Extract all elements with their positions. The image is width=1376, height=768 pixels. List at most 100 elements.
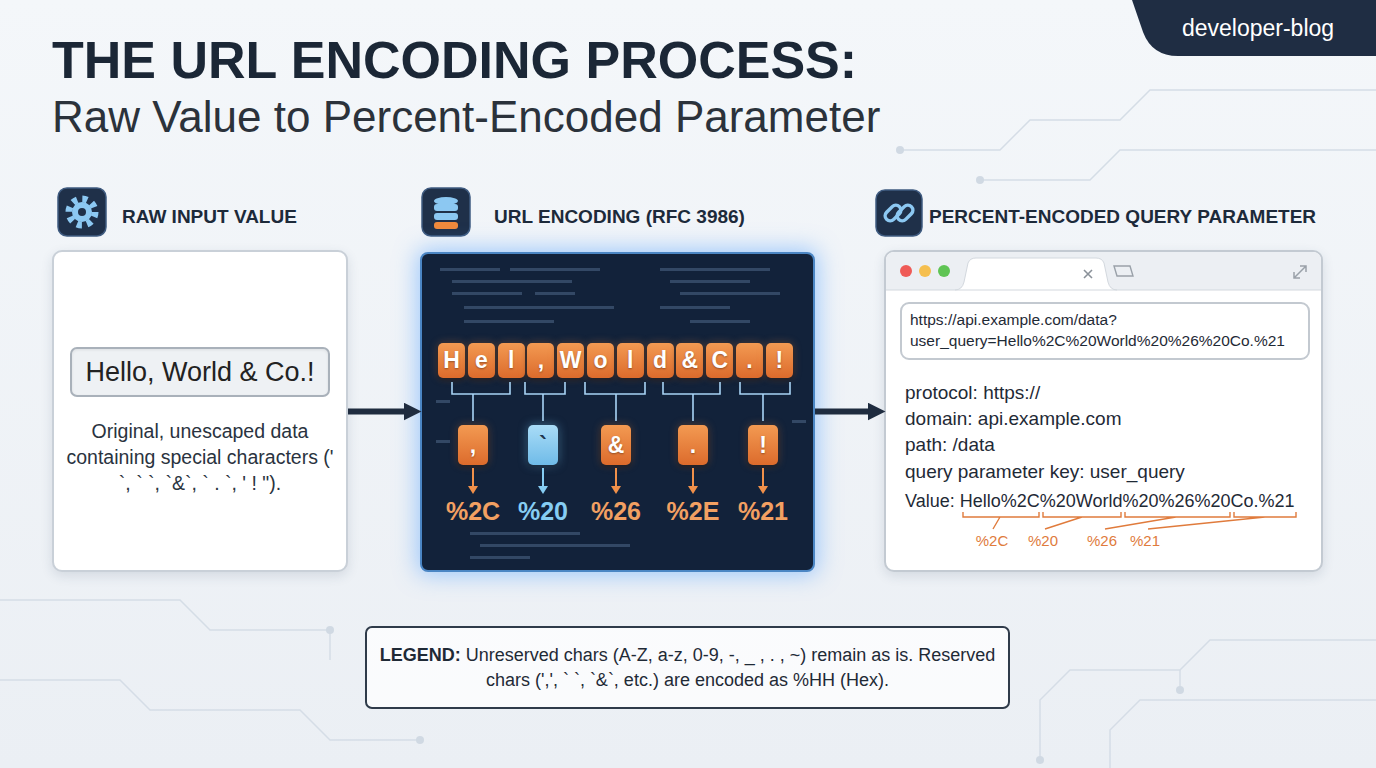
encoding-arrows: [468, 468, 768, 494]
special-char-tile: ,: [458, 425, 488, 465]
code-line: [464, 320, 554, 323]
code-line: [670, 280, 750, 283]
arrow-head: [538, 486, 548, 494]
input-panel: RAW INPUT VALUEOriginal, unescaped data …: [52, 250, 348, 572]
panel-heading: URL ENCODING (RFC 3986): [494, 205, 745, 229]
url-text: https://api.example.com/data? user_query…: [910, 309, 1300, 351]
chain-link: [895, 203, 915, 223]
special-char-tile: `: [528, 425, 558, 465]
down-arrow: [472, 468, 474, 487]
code-line: [535, 292, 575, 295]
tile-char: !: [775, 347, 783, 374]
bracket: [525, 382, 565, 421]
code-line: [452, 292, 522, 295]
circuit-node: [1176, 686, 1184, 694]
db-top: [434, 197, 458, 205]
browser-chrome: [886, 252, 1321, 290]
window-min-dot: [919, 265, 931, 277]
legend-key: LEGEND:: [380, 645, 461, 665]
tile-char: .: [746, 347, 752, 374]
circuit-trace: [980, 150, 1376, 180]
char-tile: ,: [527, 343, 554, 378]
query-value: Value: Hello%2C%20World%20%26%20Co.%21: [905, 489, 1295, 513]
tile-char: e: [475, 347, 488, 374]
panel-description: Original, unescaped data containing spec…: [66, 418, 334, 496]
icon-tile: [422, 188, 470, 236]
down-arrow: [615, 468, 617, 487]
value-bracket: [963, 512, 1039, 529]
char-tile: &: [676, 343, 703, 378]
gear-icon: [58, 188, 106, 236]
tile-char: l: [627, 347, 633, 374]
arrow-head: [611, 486, 621, 494]
new-tab-icon: [1114, 266, 1133, 276]
gear-teeth: [69, 199, 95, 225]
encoding-note: %2C: [967, 532, 1017, 550]
encoded-value: %20: [508, 497, 578, 525]
tile-char: &: [608, 432, 625, 459]
arrow-head: [468, 486, 478, 494]
tile-char: C: [711, 347, 728, 374]
bracket: [585, 382, 645, 421]
char-tile: d: [647, 343, 674, 378]
flow-arrow: [815, 409, 872, 415]
code-line: [792, 420, 806, 423]
blog-tag: developer-blog: [1158, 14, 1358, 42]
grouping-brackets: [452, 382, 790, 421]
code-line: [452, 280, 572, 283]
char-tile: e: [468, 343, 495, 378]
char-tile: !: [766, 343, 793, 378]
icon-tile: [58, 188, 106, 236]
corner-tab: [1132, 0, 1376, 56]
tile-char: ,: [470, 432, 476, 459]
circuit-node: [976, 176, 984, 184]
down-arrow: [542, 468, 544, 487]
panel-heading: PERCENT-ENCODED QUERY PARAMETER: [929, 205, 1316, 229]
expand-icon: [1294, 266, 1306, 278]
code-line: [464, 306, 614, 309]
gear-hole: [78, 208, 86, 216]
circuit-trace: [0, 600, 330, 630]
tile-char: W: [560, 347, 582, 374]
db-layer: [434, 204, 458, 211]
diagram-title: THE URL ENCODING PROCESS:: [52, 30, 857, 90]
code-line: [436, 400, 450, 403]
encoded-value: %26: [581, 497, 651, 525]
url-part: domain: api.example.com: [905, 407, 1122, 431]
link-icon: [876, 190, 922, 236]
browser-toolbar: [886, 252, 1321, 290]
value-bracket: [1043, 512, 1121, 529]
circuit-node: [326, 626, 334, 634]
down-arrow: [762, 468, 764, 487]
char-tile: H: [438, 343, 465, 378]
circuit-lines: [0, 90, 1376, 768]
char-tile: o: [587, 343, 614, 378]
bracket: [740, 382, 790, 421]
panel-heading: RAW INPUT VALUE: [122, 205, 297, 229]
toolbar-divider: [886, 290, 1321, 291]
input-value: Hello, World & Co.!: [85, 357, 314, 388]
url-part: query parameter key: user_query: [905, 460, 1185, 484]
code-line: [690, 320, 750, 323]
browser-tab: [955, 258, 1117, 290]
char-tile: W: [557, 343, 584, 378]
circuit-trace: [900, 90, 1376, 150]
tile-char: H: [443, 347, 460, 374]
encoded-value: %2C: [438, 497, 508, 525]
encoding-note: %20: [1018, 532, 1068, 550]
circuit-trace: [1110, 700, 1376, 768]
code-line: [660, 306, 730, 309]
tile-char: o: [593, 347, 607, 374]
window-max-dot: [938, 265, 950, 277]
circuit-trace: [0, 680, 420, 740]
circuit-node: [1036, 756, 1044, 764]
special-char-tile: .: [678, 425, 708, 465]
value-bracket: [1105, 512, 1230, 529]
code-line: [470, 556, 530, 559]
url-part: protocol: https://: [905, 381, 1040, 405]
db-layer: [434, 222, 458, 229]
special-char-tile: &: [601, 425, 631, 465]
input-field: Hello, World & Co.!: [70, 347, 330, 397]
